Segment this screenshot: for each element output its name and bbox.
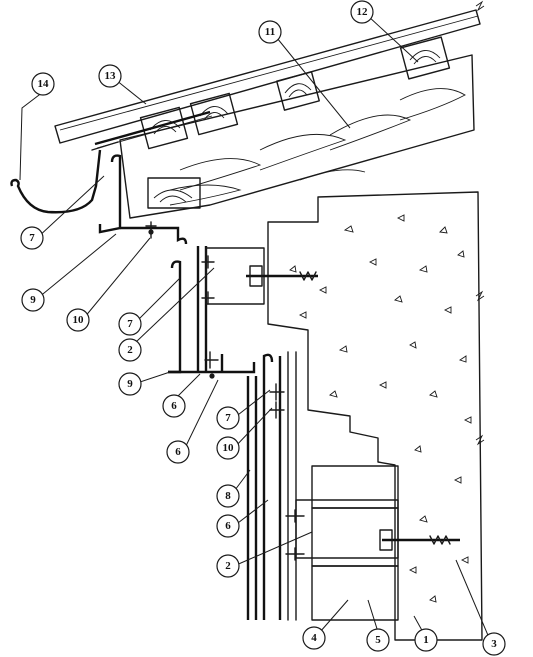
rafter-beam [119, 54, 475, 219]
callout-4: 4 [302, 626, 326, 650]
callout-14: 14 [31, 72, 55, 96]
callout-6-lower-a: 6 [166, 440, 190, 464]
callout-6-lower-b-label: 6 [225, 520, 231, 532]
callout-13-label: 13 [105, 70, 117, 82]
callout-6-middle-label: 6 [171, 400, 177, 412]
callout-9-upper-label: 9 [30, 294, 36, 306]
callout-7-middle: 7 [118, 312, 142, 336]
lower-panel [246, 351, 460, 621]
roof-tile [54, 9, 481, 144]
callout-10-lower-label: 10 [223, 442, 235, 454]
callout-1-label: 1 [423, 634, 429, 646]
middle-frame [168, 246, 318, 379]
callout-2-lower-label: 2 [225, 560, 231, 572]
callout-7-lower: 7 [216, 406, 240, 430]
callout-8: 8 [216, 484, 240, 508]
callout-8-label: 8 [225, 490, 231, 502]
callout-7-upper-label: 7 [29, 232, 35, 244]
callout-5-label: 5 [375, 634, 381, 646]
callout-6-lower-a-label: 6 [175, 446, 181, 458]
callout-13: 13 [98, 64, 122, 88]
callout-7-upper: 7 [20, 226, 44, 250]
gutter [10, 141, 119, 214]
callout-2-lower: 2 [216, 554, 240, 578]
callout-11-label: 11 [265, 26, 275, 38]
wood-grain [169, 88, 466, 206]
callout-11: 11 [258, 20, 282, 44]
callout-7-lower-label: 7 [225, 412, 231, 424]
callout-12: 12 [350, 0, 374, 24]
callout-2-middle: 2 [118, 338, 142, 362]
callout-5: 5 [366, 628, 390, 652]
callout-10-lower: 10 [216, 436, 240, 460]
callout-1: 1 [414, 628, 438, 652]
callout-4-label: 4 [311, 632, 317, 644]
callout-2-middle-label: 2 [127, 344, 133, 356]
callout-6-middle: 6 [162, 394, 186, 418]
upper-bracket [98, 154, 188, 245]
callout-3-label: 3 [491, 638, 497, 650]
callout-9-middle: 9 [118, 372, 142, 396]
callout-14-label: 14 [38, 78, 50, 90]
insulation-block [311, 465, 399, 621]
break-marks [475, 0, 485, 446]
aggregate-marks [289, 214, 472, 603]
callout-10-upper: 10 [66, 308, 90, 332]
callout-9-upper: 9 [21, 288, 45, 312]
callout-7-middle-label: 7 [127, 318, 133, 330]
callout-12-label: 12 [357, 6, 369, 18]
callout-3: 3 [482, 632, 506, 656]
callout-6-lower-b: 6 [216, 514, 240, 538]
callout-9-middle-label: 9 [127, 378, 133, 390]
concrete-wall [267, 191, 483, 641]
battens [94, 36, 451, 209]
callout-10-upper-label: 10 [73, 314, 85, 326]
